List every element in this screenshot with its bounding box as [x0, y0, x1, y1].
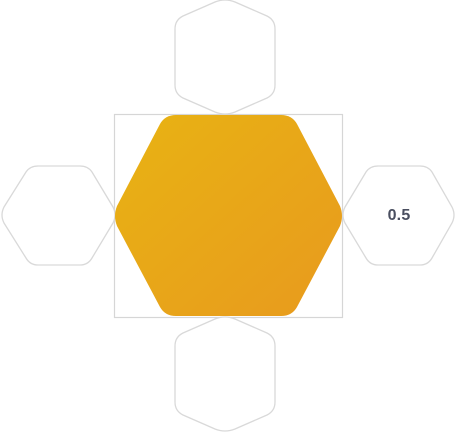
left-hexagon[interactable]: [1, 165, 116, 266]
top-hexagon[interactable]: [174, 0, 276, 115]
bottom-hexagon[interactable]: [174, 316, 276, 432]
right-hexagon[interactable]: [342, 165, 455, 266]
main-hexagon[interactable]: [115, 115, 342, 316]
right-hexagon-value-label: 0.5: [387, 207, 411, 224]
